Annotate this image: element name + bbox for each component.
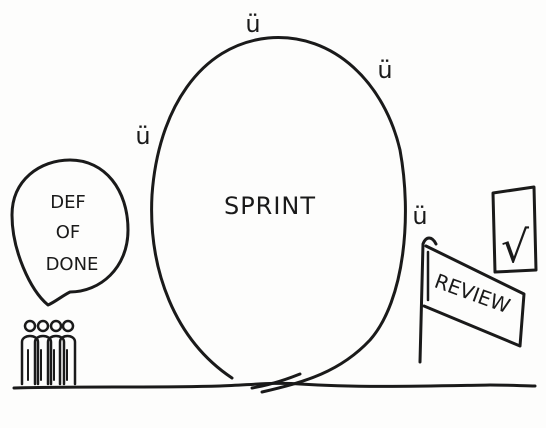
check-box-icon: √	[493, 187, 536, 273]
bubble-line-2: OF	[56, 222, 81, 243]
rider-face-2: ü	[377, 56, 392, 84]
rider-face-3: ü	[135, 122, 150, 150]
sprint-label: SPRINT	[224, 192, 316, 220]
rider-face-4: ü	[412, 202, 427, 230]
rider-face-1: ü	[245, 10, 260, 38]
review-label: REVIEW	[431, 269, 513, 318]
bubble-line-1: DEF	[50, 192, 86, 213]
bubble-line-3: DONE	[46, 254, 99, 275]
team-people-icon	[22, 321, 75, 384]
checkmark-icon: √	[501, 222, 530, 273]
